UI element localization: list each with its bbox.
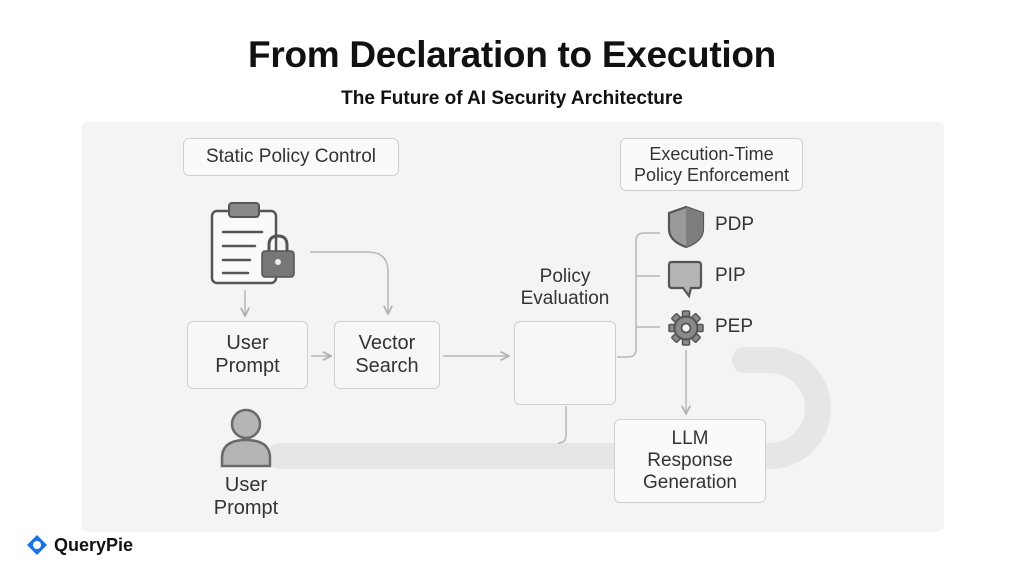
static-policy-control-header: Static Policy Control	[183, 138, 399, 176]
gear-icon	[668, 310, 704, 346]
querypie-logo: QueryPie	[26, 534, 133, 556]
policy-evaluation-label: Policy Evaluation	[520, 266, 610, 309]
flow-band	[267, 347, 831, 469]
pdp-label: PDP	[715, 214, 755, 235]
shield-icon	[667, 205, 705, 249]
speech-bubble-icon	[667, 260, 703, 299]
user-prompt-box: User Prompt	[187, 321, 308, 389]
page-subtitle: The Future of AI Security Architecture	[341, 88, 683, 109]
execution-time-policy-enforcement-header: Execution-Time Policy Enforcement	[620, 138, 803, 191]
clipboard-lock-icon	[210, 202, 295, 285]
policy-evaluation-box	[514, 321, 616, 405]
querypie-logo-icon	[27, 535, 47, 555]
pep-label: PEP	[715, 316, 754, 337]
bracket-components	[617, 232, 660, 358]
brand-name: QueryPie	[54, 534, 134, 555]
vector-search-box: Vector Search	[334, 321, 440, 389]
pip-label: PIP	[715, 265, 746, 286]
user-prompt-actor-label: User Prompt	[213, 474, 279, 519]
line-policy-to-band	[557, 406, 567, 444]
llm-response-generation-box: LLM Response Generation	[614, 419, 766, 503]
page-title: From Declaration to Execution	[248, 34, 776, 75]
user-person-icon	[220, 408, 272, 468]
arrow-clipboard-to-vector-search	[310, 251, 388, 313]
